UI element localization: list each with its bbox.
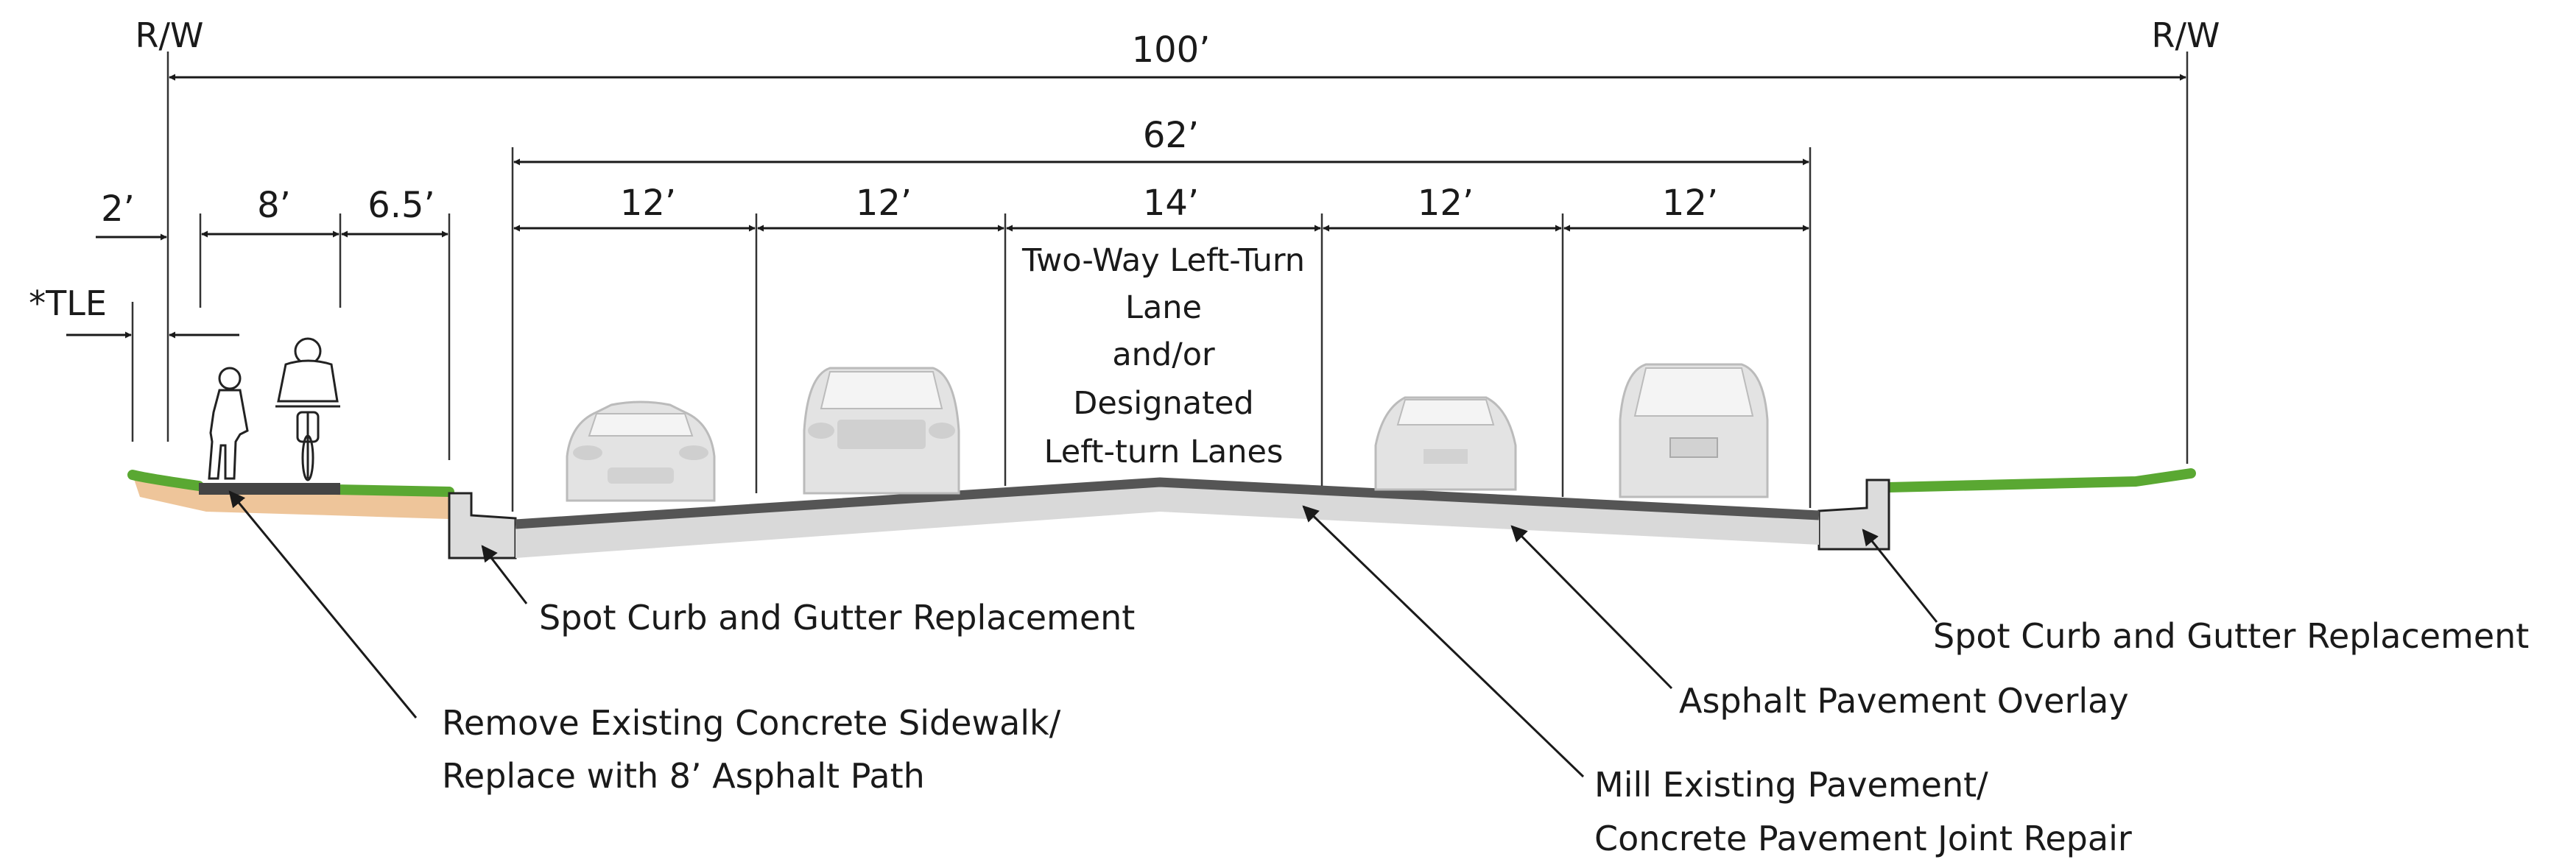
annotation-sidewalk-line-1: Remove Existing Concrete Sidewalk/ bbox=[442, 703, 1061, 743]
dim-center-lane: 14’ bbox=[1143, 183, 1199, 224]
pedestrian-icon bbox=[208, 367, 249, 480]
center-lane-line-5: Left-turn Lanes bbox=[1044, 434, 1284, 470]
reference-lines bbox=[131, 52, 2189, 512]
annotation-curb-right: Spot Curb and Gutter Replacement bbox=[1933, 616, 2529, 656]
leader-curb-right bbox=[1862, 529, 1938, 623]
cyclist-icon bbox=[275, 337, 340, 481]
tle-label: *TLE bbox=[29, 283, 107, 323]
center-lane-line-3: and/or bbox=[1112, 336, 1215, 373]
suv-rear-icon bbox=[1619, 363, 1769, 498]
dim-lane4: 12’ bbox=[1418, 183, 1474, 224]
dim-lane5: 12’ bbox=[1662, 183, 1718, 224]
center-lane-line-4: Designated bbox=[1073, 385, 1253, 422]
left-grass-parkway bbox=[330, 484, 454, 497]
car-rear-icon bbox=[1374, 396, 1517, 491]
left-ground bbox=[127, 470, 454, 519]
dim-path: 8’ bbox=[257, 185, 291, 226]
annotation-mill-line-2: Concrete Pavement Joint Repair bbox=[1594, 819, 2132, 858]
rw-label-right: R/W bbox=[2152, 15, 2220, 55]
annotation-mill-line-1: Mill Existing Pavement/ bbox=[1594, 765, 1988, 805]
left-grass-outer bbox=[127, 470, 204, 491]
car-front-icon bbox=[566, 400, 716, 502]
dim-lane1: 12’ bbox=[620, 183, 676, 224]
right-grass bbox=[1884, 468, 2196, 492]
dimension-lines bbox=[66, 74, 2186, 339]
center-lane-line-2: Lane bbox=[1125, 289, 1202, 326]
leader-curb-left bbox=[481, 545, 528, 604]
annotation-curb-left: Spot Curb and Gutter Replacement bbox=[539, 598, 1135, 638]
leader-overlay bbox=[1510, 525, 1673, 690]
asphalt-path bbox=[199, 483, 340, 495]
dim-lane2: 12’ bbox=[856, 183, 912, 224]
rw-label-left: R/W bbox=[136, 15, 204, 55]
dim-parkway: 6.5’ bbox=[367, 185, 435, 226]
left-soil bbox=[133, 475, 449, 519]
suv-front-icon bbox=[803, 367, 960, 495]
center-lane-line-1: Two-Way Left-Turn bbox=[1021, 242, 1305, 279]
dim-roadway: 62’ bbox=[1143, 115, 1199, 156]
annotation-sidewalk-line-2: Replace with 8’ Asphalt Path bbox=[442, 756, 925, 796]
dim-total: 100’ bbox=[1132, 29, 1211, 71]
dim-buffer: 2’ bbox=[101, 188, 135, 230]
leader-arrows bbox=[228, 490, 1938, 778]
center-lane-label: Two-Way Left-Turn Lane and/or Designated… bbox=[1021, 242, 1305, 470]
curb-gutter-right bbox=[1817, 479, 1890, 551]
leader-mill bbox=[1302, 505, 1585, 778]
right-ground bbox=[1884, 468, 2196, 492]
annotation-overlay: Asphalt Pavement Overlay bbox=[1679, 681, 2129, 721]
curb-gutter-left bbox=[448, 492, 517, 559]
leader-sidewalk bbox=[228, 490, 418, 719]
asphalt-overlay-layer bbox=[515, 477, 1820, 529]
pavement-section bbox=[515, 477, 1820, 558]
